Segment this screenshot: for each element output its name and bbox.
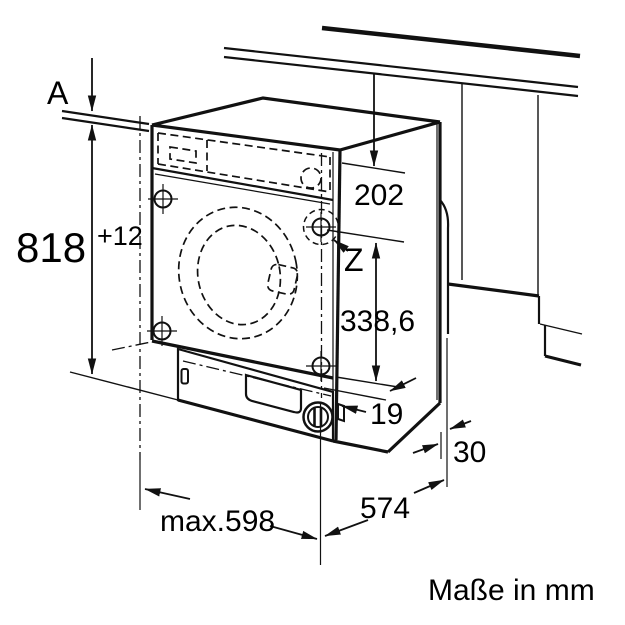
dimension-niche-height: 818 +12 [16,124,143,375]
top-face-right-edge [339,120,441,152]
door-inner-ring [196,224,282,326]
hinge-detail-leader [333,239,349,253]
recess-arrow-right [389,377,417,392]
hinge-tick-top [326,229,405,243]
panel-recess-top [157,132,331,158]
floor-line [69,371,179,401]
service-flap-recess [244,373,303,414]
dimension-depth: 574 [324,479,445,537]
front-panel-bottom-edge [151,339,334,380]
worktop-back-edge-lower [223,55,579,98]
label-niche-height-tolerance: +12 [97,221,143,251]
dimension-width: max.598 [144,488,318,540]
label-front-clearance: 30 [453,436,486,469]
depth-arrow-right [413,479,445,494]
cabinet-bottom-edge [447,282,540,298]
detergent-drawer-outline [169,146,197,164]
label-hinge-span: 338,6 [340,305,415,338]
dimension-hinge-span: Z 338,6 [326,229,415,388]
dimension-worktop: A [47,58,97,112]
depth-arrow-left [324,519,369,537]
label-depth: 574 [360,492,410,525]
label-plinth-recess: 19 [370,398,403,431]
door-outer-ring [177,206,299,340]
dimension-plinth-recess: 19 [323,377,417,431]
wall-edge-line [321,25,581,59]
label-top-to-hinge: 202 [354,179,404,212]
clearance-arrow-right [449,419,472,430]
worktop-front-edge-lower [61,116,150,133]
top-face-front-edge [151,123,341,152]
label-niche-height: 818 [16,224,86,271]
cabinet-plinth-top [539,323,583,335]
panel-recess-bottom [157,163,331,193]
top-dimension-tick [341,162,406,174]
worktop-back-edge-upper [223,46,579,89]
plinth-slot [180,368,189,385]
dimension-front-clearance: 30 [412,419,486,469]
adjacent-cabinet [447,84,583,367]
niche-bottom-stub [111,341,152,351]
front-right-edge [334,149,342,441]
side-profile-bulge [439,199,450,334]
base-front-edge [332,439,389,454]
worktop-front-edge-upper [61,109,150,126]
door-handle-outline [266,263,299,296]
units-note: Maße in mm [428,574,595,607]
hinge-tick-bottom [335,376,399,388]
top-face-back-edges [151,96,441,127]
clearance-arrow-left [412,443,439,454]
dimension-top-to-hinge: 202 [341,74,406,212]
plinth-bottom-edge [177,398,334,443]
worktop [61,25,581,133]
label-hinge-detail: Z [344,242,364,278]
label-worktop-ref: A [47,75,69,111]
side-bottom-edge [386,401,442,454]
recess-arrow-left [341,405,367,414]
cabinet-plinth-bottom [544,354,582,367]
width-arrow-right [269,525,318,540]
panel-band-inner [154,173,331,205]
reference-lines [69,116,448,565]
plinth-clip [337,402,345,423]
panel-band-bottom [151,166,334,202]
recess-tick [323,387,387,401]
width-arrow-left [144,488,191,500]
door-drum [177,206,299,340]
label-width: max.598 [160,505,275,538]
